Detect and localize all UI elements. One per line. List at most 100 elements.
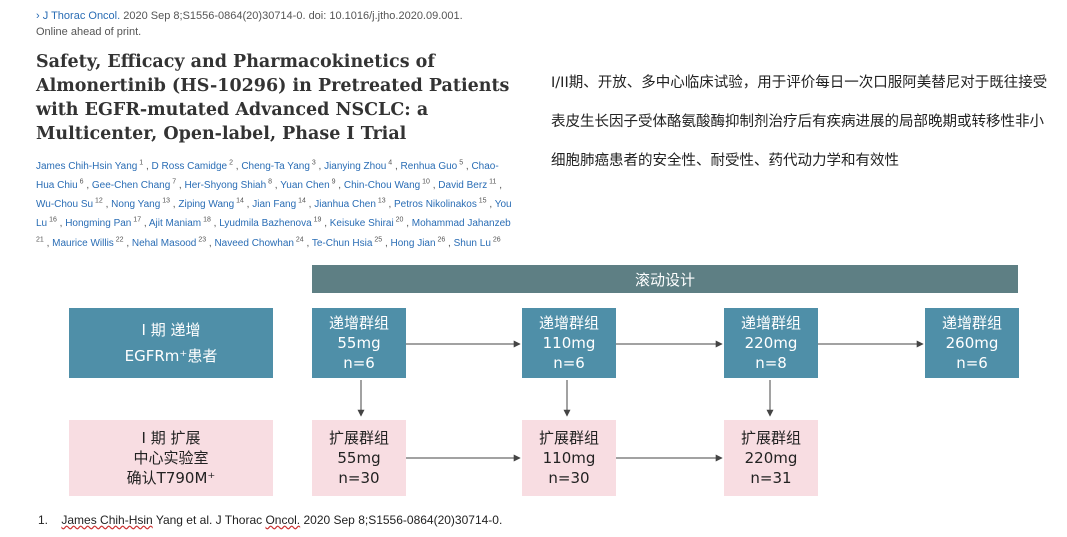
author-name[interactable]: You Lu: [36, 199, 512, 230]
author-name[interactable]: Naveed Chowhan: [214, 238, 294, 250]
author-name[interactable]: Ajit Maniam: [148, 218, 202, 230]
author-affiliation[interactable]: 13: [160, 197, 171, 205]
journal-chevron-icon: ›: [36, 10, 40, 22]
reference-footnote: 1. James Chih-Hsin Yang et al. J Thorac …: [38, 513, 502, 527]
author-separator: ,: [123, 238, 132, 250]
author-separator: ,: [141, 218, 149, 230]
author-name[interactable]: Jianhua Chen: [314, 199, 376, 211]
author-affiliation[interactable]: 5: [457, 160, 464, 167]
author-affiliation[interactable]: 17: [131, 216, 142, 224]
author-name[interactable]: Keisuke Shirai: [329, 218, 394, 230]
cohort-n: n=6: [553, 354, 585, 372]
author-name[interactable]: Chao-Hua Chiu: [36, 161, 499, 192]
author-item: Nong Yang 13 ,: [111, 197, 178, 211]
author-affiliation[interactable]: 11: [487, 178, 497, 186]
author-affiliation[interactable]: 10: [420, 178, 430, 186]
author-affiliation[interactable]: 7: [170, 178, 177, 186]
author-name[interactable]: Yuan Chen: [280, 180, 330, 192]
author-affiliation[interactable]: 19: [311, 216, 322, 224]
author-affiliation[interactable]: 4: [386, 160, 393, 167]
cohort-name: 递增群组: [328, 314, 389, 332]
author-affiliation[interactable]: 1: [137, 160, 144, 167]
author-affiliation[interactable]: 20: [393, 216, 404, 224]
escalation-label-line2: EGFRm⁺患者: [124, 347, 218, 365]
author-name[interactable]: Maurice Willis: [52, 238, 114, 250]
author-affiliation[interactable]: 22: [113, 236, 124, 244]
author-name[interactable]: Petros Nikolinakos: [394, 199, 477, 211]
author-affiliation[interactable]: 21: [36, 236, 44, 244]
author-affiliation[interactable]: 6: [77, 178, 84, 186]
cohort-dose: 220mg: [744, 449, 798, 467]
author-name[interactable]: Hong Jian: [390, 238, 436, 250]
author-affiliation[interactable]: 9: [329, 178, 336, 186]
author-affiliation[interactable]: 26: [490, 236, 501, 244]
author-separator: ,: [176, 180, 185, 192]
cohort-n: n=30: [338, 469, 380, 487]
author-affiliation[interactable]: 18: [201, 216, 211, 224]
cohort-dose: 110mg: [542, 449, 596, 467]
author-affiliation[interactable]: 8: [266, 178, 273, 186]
author-affiliation[interactable]: 12: [93, 197, 103, 205]
author-separator: ,: [403, 218, 412, 230]
author-item: Maurice Willis 22 ,: [52, 236, 132, 250]
author-name[interactable]: Hongming Pan: [65, 218, 132, 230]
author-name[interactable]: Jianying Zhou: [324, 161, 387, 173]
author-item: You Lu 16 ,: [36, 199, 512, 229]
author-separator: ,: [102, 199, 112, 211]
author-item: James Chih-Hsin Yang 1 ,: [36, 160, 152, 173]
reference-text-b: 2020 Sep 8;S1556-0864(20)30714-0.: [300, 513, 503, 527]
author-affiliation[interactable]: 24: [293, 236, 304, 244]
author-affiliation[interactable]: 25: [372, 236, 383, 244]
author-name[interactable]: D Ross Camidge: [151, 161, 228, 173]
author-name[interactable]: Wu-Chou Su: [36, 199, 94, 211]
author-item: Wu-Chou Su 12 ,: [36, 197, 112, 211]
author-name[interactable]: Nehal Masood: [131, 238, 197, 250]
trial-description: I/II期、开放、多中心临床试验，用于评价每日一次口服阿美替尼对于既往接受表皮生…: [551, 75, 1048, 169]
author-affiliation[interactable]: 2: [227, 160, 233, 167]
cohort-dose: 260mg: [945, 334, 999, 352]
author-item: Chin-Chou Wang 10 ,: [343, 178, 438, 192]
author-name[interactable]: Ziping Wang: [178, 199, 235, 211]
author-name[interactable]: Te-Chun Hsia: [311, 238, 373, 250]
author-item: Ajit Maniam 18 ,: [148, 216, 219, 230]
author-affiliation[interactable]: 14: [296, 197, 306, 205]
journal-link[interactable]: J Thorac Oncol.: [42, 10, 121, 22]
expansion-cohort-110mg: 扩展群组 110mg n=30: [522, 420, 616, 496]
reference-author: James Chih-Hsin: [61, 513, 153, 527]
author-affiliation[interactable]: 16: [47, 216, 57, 224]
author-affiliation[interactable]: 14: [234, 197, 244, 205]
cohort-name: 递增群组: [740, 314, 801, 332]
author-separator: ,: [382, 238, 391, 250]
reference-text-a: Yang et al. J Thorac: [152, 513, 266, 527]
author-affiliation[interactable]: 13: [375, 197, 386, 205]
author-separator: ,: [385, 199, 395, 211]
author-name[interactable]: Chin-Chou Wang: [343, 180, 421, 192]
author-name[interactable]: Jian Fang: [252, 199, 297, 211]
author-separator: ,: [392, 161, 401, 173]
author-name[interactable]: Renhua Guo: [400, 161, 458, 173]
author-item: D Ross Camidge 2 ,: [151, 160, 242, 173]
author-affiliation[interactable]: 23: [196, 236, 207, 244]
author-item: Hongming Pan 17 ,: [65, 216, 149, 230]
author-affiliation[interactable]: 15: [476, 197, 487, 205]
reference-number: 1.: [38, 513, 49, 527]
author-affiliation[interactable]: 3: [309, 160, 316, 167]
author-separator: ,: [303, 238, 312, 250]
author-name[interactable]: David Berz: [438, 180, 488, 192]
author-name[interactable]: Gee-Chen Chang: [91, 180, 171, 192]
author-name[interactable]: Her-Shyong Shiah: [184, 180, 267, 192]
author-name[interactable]: Cheng-Ta Yang: [241, 161, 310, 173]
escalation-cohort-55mg: 递增群组 55mg n=6: [312, 308, 406, 378]
author-separator: ,: [305, 199, 315, 211]
cohort-name: 扩展群组: [328, 429, 389, 447]
author-name[interactable]: Shun Lu: [453, 238, 491, 250]
author-name[interactable]: Mohammad Jahanzeb: [411, 218, 511, 230]
author-affiliation[interactable]: 26: [435, 236, 446, 244]
expansion-label-line3: 确认T790M⁺: [126, 469, 216, 487]
author-separator: ,: [496, 180, 502, 192]
author-item: Yuan Chen 9 ,: [280, 178, 344, 192]
author-item: Jian Fang 14 ,: [252, 197, 315, 211]
author-name[interactable]: James Chih-Hsin Yang: [36, 161, 138, 173]
author-name[interactable]: Nong Yang: [111, 199, 161, 211]
author-name[interactable]: Lyudmila Bazhenova: [219, 218, 312, 230]
